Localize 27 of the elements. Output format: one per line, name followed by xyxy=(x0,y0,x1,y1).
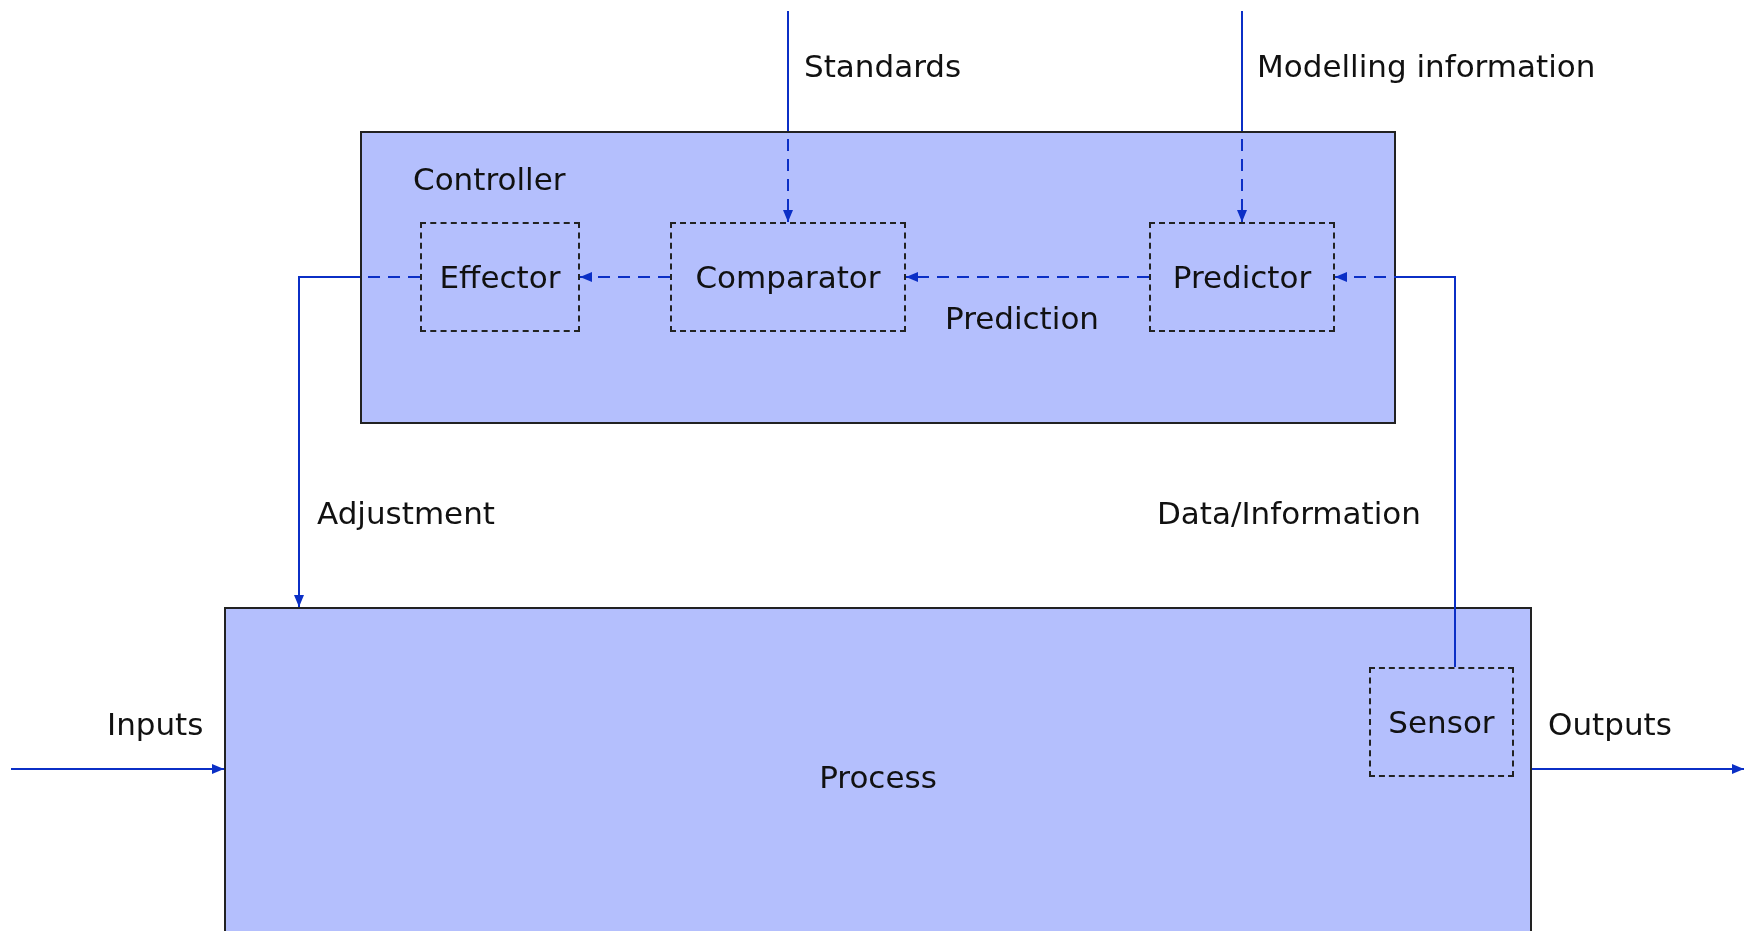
dashed-box xyxy=(670,222,906,332)
arrow xyxy=(905,272,1150,282)
arrow xyxy=(1237,10,1247,223)
edge-label: Standards xyxy=(804,48,962,84)
process-box xyxy=(360,131,1396,424)
node-label: Effector xyxy=(439,259,561,295)
dashed-box xyxy=(1149,222,1335,332)
node-label: Process xyxy=(819,759,937,795)
node-label: Predictor xyxy=(1172,259,1312,295)
edge-label: Data/Information xyxy=(1157,495,1421,531)
node-label: Controller xyxy=(413,161,566,197)
edge-label: Adjustment xyxy=(317,495,495,531)
process-box xyxy=(224,607,1532,931)
edge-label: Outputs xyxy=(1548,706,1672,742)
arrow xyxy=(10,764,225,774)
arrow xyxy=(783,10,793,223)
arrow xyxy=(1531,764,1745,774)
edge-label: Modelling information xyxy=(1257,48,1596,84)
arrow xyxy=(1334,272,1456,668)
node-label: Sensor xyxy=(1388,704,1495,740)
dashed-box xyxy=(1369,667,1514,777)
arrow xyxy=(579,272,671,282)
arrow xyxy=(294,276,421,608)
edge-label: Inputs xyxy=(107,706,204,742)
dashed-box xyxy=(420,222,580,332)
edge-label: Prediction xyxy=(945,300,1099,336)
node-label: Comparator xyxy=(695,259,881,295)
